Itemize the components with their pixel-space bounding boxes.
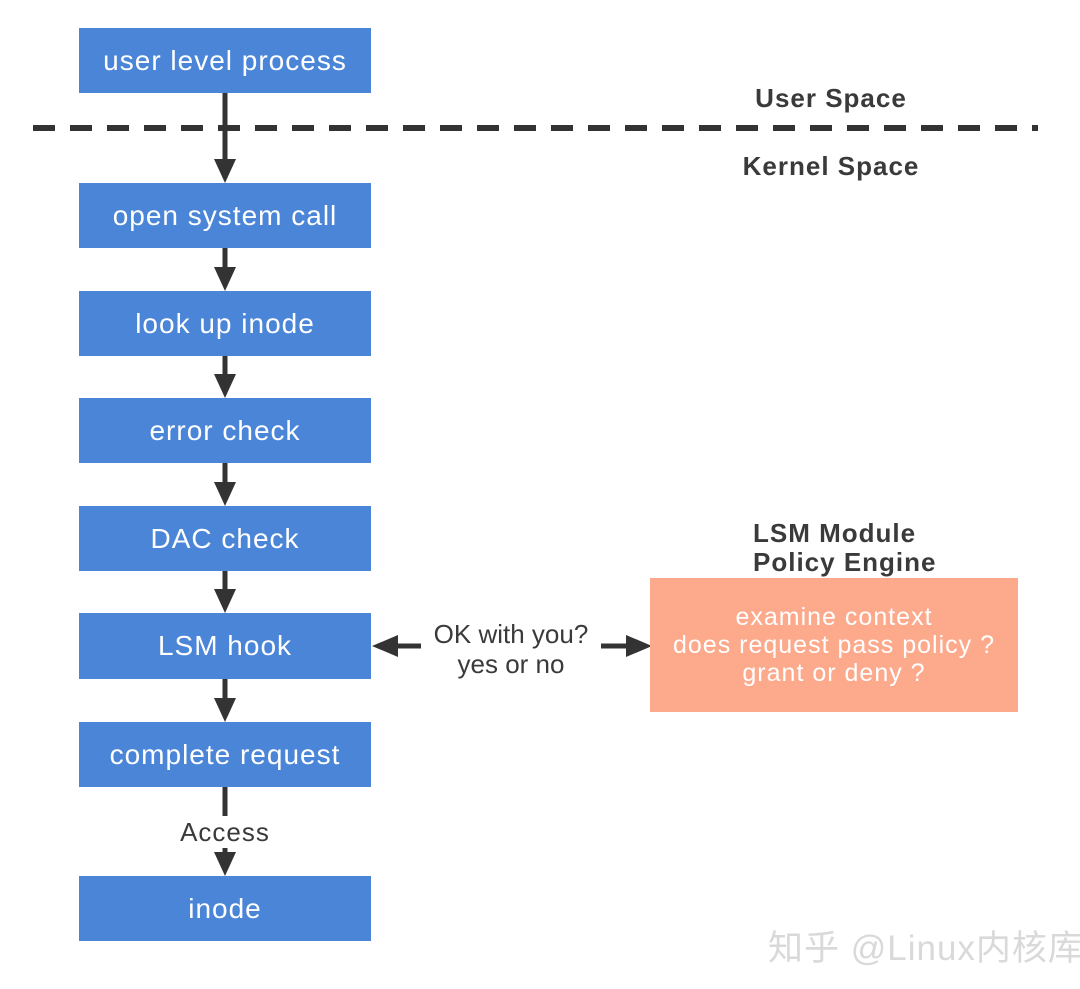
flow-node-label: LSM hook	[157, 630, 293, 661]
flow-node-lsm-hook: LSM hook	[79, 613, 371, 679]
engine-box-line2: does request pass policy ?	[672, 631, 995, 659]
access-label: Access	[163, 816, 287, 848]
query-label: OK with you? yes or no	[421, 619, 601, 679]
flow-node-label: error check	[149, 414, 301, 446]
flow-node-user-level-process: user level process	[79, 28, 371, 93]
engine-box-line1: examine context	[735, 603, 933, 631]
flow-node-inode: inode	[79, 876, 371, 941]
arrow-user-process-to-open-syscall	[214, 93, 236, 183]
engine-heading-line2: Policy Engine	[753, 547, 937, 577]
flow-node-label: DAC check	[150, 522, 300, 554]
watermark: 知乎 @Linux内核库	[768, 929, 1080, 968]
user-space-label: User Space	[755, 83, 907, 113]
kernel-space-label: Kernel Space	[742, 151, 920, 181]
flow-node-look-up-inode: look up inode	[79, 291, 371, 356]
flow-node-complete-request: complete request	[79, 722, 371, 787]
engine-heading-line1: LSM Module	[753, 518, 917, 548]
flow-node-label: user level process	[103, 44, 347, 76]
engine-box-line3: grant or deny ?	[742, 659, 926, 687]
arrow-open-syscall-to-lookup-inode	[214, 248, 236, 291]
flow-node-label: look up inode	[135, 307, 315, 339]
flow-node-label: complete request	[109, 738, 341, 770]
flow-node-dac-check: DAC check	[79, 506, 371, 571]
query-label-line1: OK with you?	[433, 619, 589, 649]
query-label-line2: yes or no	[457, 649, 565, 679]
arrow-lookup-inode-to-error-check	[214, 356, 236, 398]
flow-node-open-system-call: open system call	[79, 183, 371, 248]
arrow-dac-check-to-lsm-hook	[214, 571, 236, 613]
flow-node-error-check: error check	[79, 398, 371, 463]
arrow-lsm-hook-to-complete-request	[214, 679, 236, 722]
flow-node-label: open system call	[112, 199, 338, 231]
arrow-error-check-to-dac-check	[214, 463, 236, 506]
engine-heading: LSM Module Policy Engine	[753, 519, 937, 577]
policy-engine-box: examine context does request pass policy…	[650, 578, 1018, 712]
flow-node-label: inode	[188, 892, 262, 924]
